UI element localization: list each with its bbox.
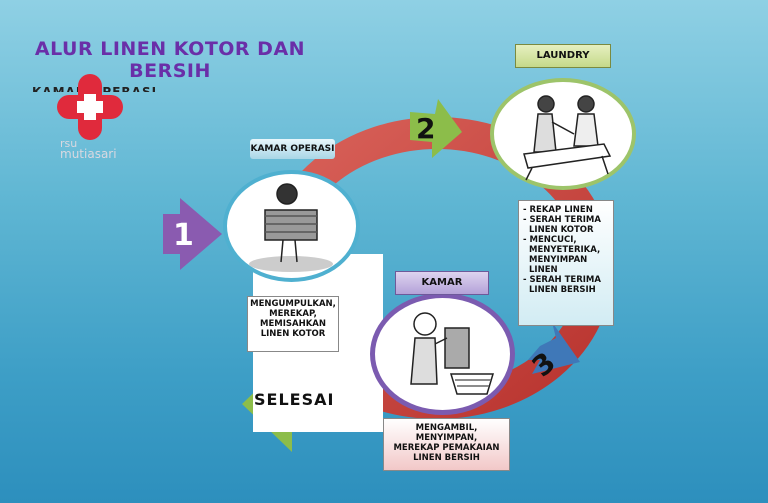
- logo-line-1: rsu: [60, 137, 78, 150]
- arrow-step-2: [410, 99, 462, 158]
- info-bottom-line: MENGAMBIL, MENYIMPAN,: [415, 423, 478, 443]
- info-right-item: - MENCUCI, MENYETERIKA, MENYIMPAN LINEN: [523, 235, 601, 275]
- kamar-illustration: [370, 293, 515, 415]
- ironing-people-icon: [523, 95, 612, 181]
- info-right-item: - SERAH TERIMA LINEN BERSIH: [523, 275, 601, 295]
- logo-text: rsu mutiasari: [60, 138, 117, 160]
- arrow-step-1: [163, 198, 222, 270]
- info-left-line: MENGUMPULKAN,: [250, 299, 336, 309]
- info-bottom-line: MEREKAP PEMAKAIAN: [393, 443, 500, 453]
- step-number-1: 1: [173, 218, 194, 253]
- girl-laundry-basket-icon: [410, 312, 495, 395]
- kamar-operasi-label: KAMAR OPERASI: [250, 139, 335, 159]
- woman-basket-icon: [249, 183, 333, 272]
- kamar-operasi-illustration: [223, 170, 360, 282]
- kamar-label: KAMAR: [395, 271, 489, 295]
- page-title: ALUR LINEN KOTOR DAN BERSIH: [34, 38, 306, 82]
- info-left-line: MEREKAP,: [269, 309, 317, 319]
- logo-line-2: mutiasari: [60, 147, 117, 161]
- laundry-illustration: [490, 78, 636, 190]
- step-number-4: 4: [357, 384, 378, 419]
- arrow-step-3: [528, 322, 580, 374]
- hospital-cross-logo-icon: [57, 74, 123, 140]
- info-right-item: - SERAH TERIMA LINEN KOTOR: [523, 215, 601, 235]
- info-bottom-line: LINEN BERSIH: [413, 453, 480, 463]
- step-number-2: 2: [416, 112, 436, 145]
- info-left-line: LINEN KOTOR: [260, 329, 326, 339]
- info-kamar: MENGAMBIL, MENYIMPAN, MEREKAP PEMAKAIAN …: [383, 418, 510, 471]
- info-kamar-operasi: MENGUMPULKAN, MEREKAP, MEMISAHKAN LINEN …: [247, 296, 339, 352]
- selesai-label: SELESAI: [254, 390, 335, 409]
- info-laundry: - REKAP LINEN - SERAH TERIMA LINEN KOTOR…: [518, 200, 614, 326]
- info-right-item: - REKAP LINEN: [523, 205, 593, 215]
- info-left-line: MEMISAHKAN: [260, 319, 326, 329]
- laundry-label: LAUNDRY: [515, 44, 611, 68]
